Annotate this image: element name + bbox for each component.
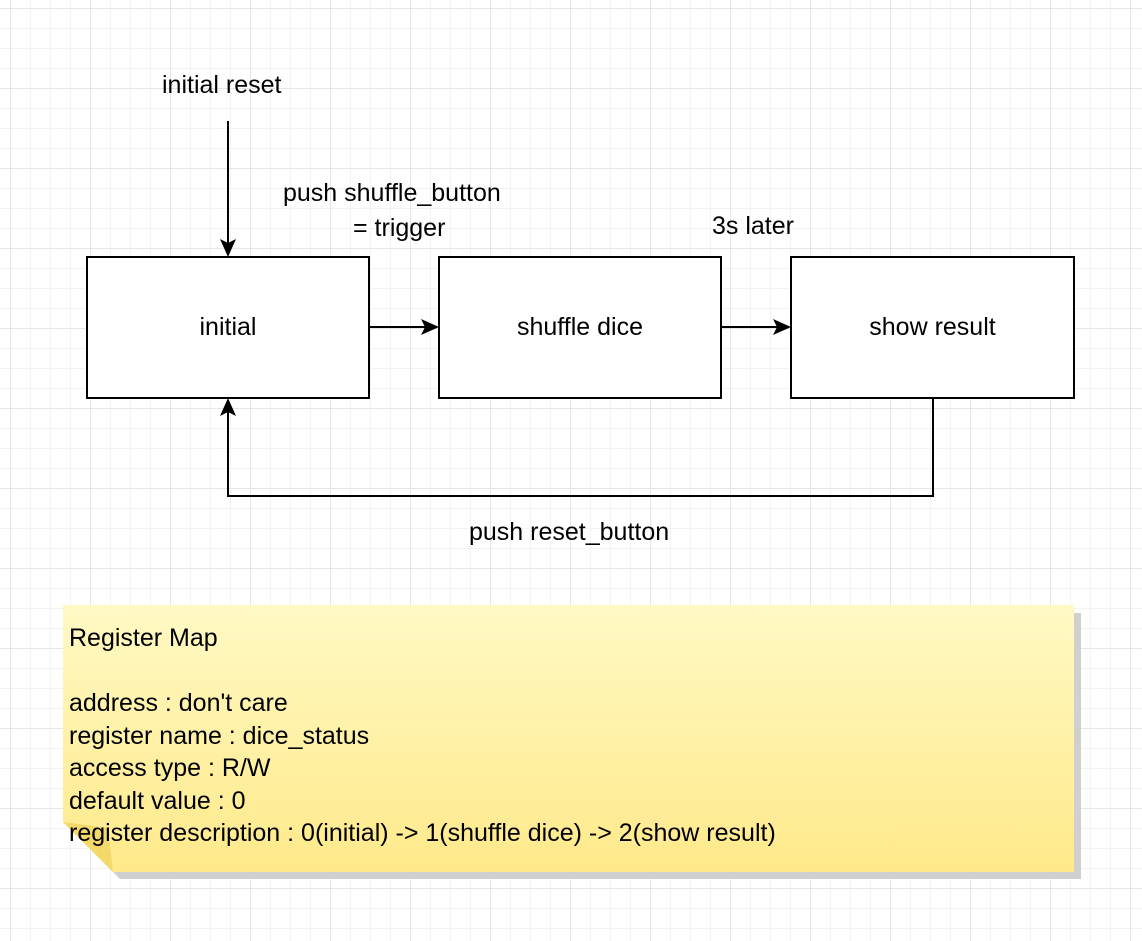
note-folded-corner <box>63 822 113 872</box>
state-shuffle-dice[interactable]: shuffle dice <box>438 256 722 399</box>
reset-transition-arrow <box>227 398 934 497</box>
trigger-arrowhead <box>421 319 439 335</box>
note-register-name: register name : dice_status <box>69 721 370 750</box>
note-default-value: default value : 0 <box>69 786 246 815</box>
register-map-text: Register Map address : don't care regist… <box>69 622 776 850</box>
trigger-label-line2: = trigger <box>353 214 446 242</box>
note-access-type: access type : R/W <box>69 754 271 782</box>
reset-arrowhead <box>220 398 236 416</box>
note-title: Register Map <box>69 624 218 652</box>
initial-reset-arrowhead <box>220 239 236 257</box>
register-map-note <box>63 605 1074 872</box>
state-initial[interactable]: initial <box>86 256 370 399</box>
note-address: address : don't care <box>69 689 288 717</box>
delay-arrowhead <box>773 319 791 335</box>
delay-label: 3s later <box>712 212 794 240</box>
note-register-description: register description : 0(initial) -> 1(s… <box>69 819 776 847</box>
reset-label: push reset_button <box>469 518 670 546</box>
trigger-label-line1: push shuffle_button <box>283 179 501 207</box>
state-show-result[interactable]: show result <box>790 256 1075 399</box>
note-blank-line <box>69 655 776 688</box>
initial-reset-label: initial reset <box>162 71 282 99</box>
